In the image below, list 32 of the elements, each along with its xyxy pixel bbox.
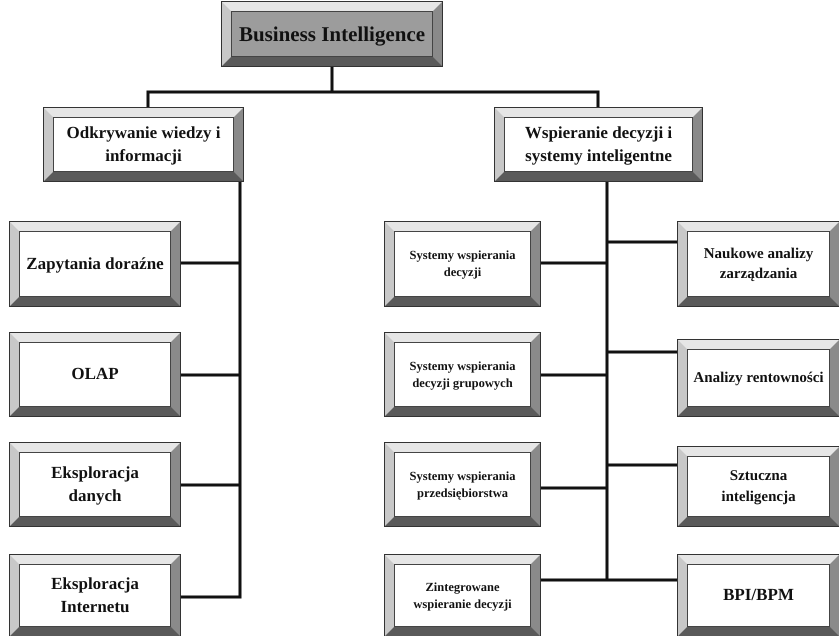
- node-label: Naukowe analizy zarządzania: [702, 244, 814, 284]
- category-box: [10, 555, 180, 636]
- node-label: Analizy rentowności: [692, 368, 825, 388]
- category-box: [385, 443, 540, 526]
- node-label: Wspieranie decyzji i systemy inteligentne: [524, 122, 674, 167]
- category-box: [678, 340, 839, 416]
- node-label: Systemy wspierania decyzji grupowych: [408, 358, 516, 392]
- category-box: [385, 555, 540, 636]
- node-label: Odkrywanie wiedzy i informacji: [66, 122, 222, 167]
- category-box: [678, 447, 839, 526]
- category-box: [678, 555, 839, 636]
- node-label: Zintegrowane wspieranie decyzji: [412, 578, 513, 612]
- category-box: [678, 222, 839, 306]
- node-label: Eksploracja Internetu: [50, 572, 140, 618]
- category-box: [44, 108, 243, 181]
- node-label: Systemy wspierania przedsiębiorstwa: [408, 468, 516, 502]
- category-box: [495, 108, 702, 181]
- category-box: [385, 222, 540, 306]
- category-box: [10, 443, 180, 526]
- title-box: [222, 2, 442, 66]
- node-label: Business Intelligence: [238, 20, 426, 48]
- node-label: OLAP: [70, 363, 120, 386]
- category-box: [10, 333, 180, 416]
- category-box: [385, 333, 540, 416]
- node-label: BPI/BPM: [722, 584, 795, 606]
- connector-line: [330, 66, 600, 108]
- node-label: Systemy wspierania decyzji: [408, 247, 516, 281]
- node-label: Zapytania doraźne: [25, 252, 165, 275]
- node-label: Eksploracja danych: [50, 462, 140, 507]
- connector-line: [606, 181, 678, 582]
- category-box: [10, 222, 180, 306]
- node-label: Sztuczna inteligencja: [720, 467, 797, 506]
